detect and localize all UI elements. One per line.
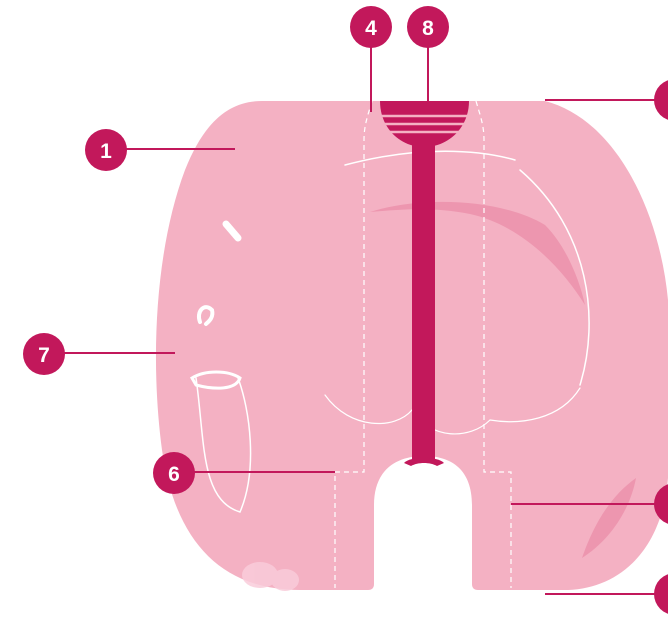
- rod-base-ring: [404, 457, 444, 466]
- dashed-panel-outline: [334, 100, 512, 588]
- upper-fold-line: [344, 150, 516, 166]
- callout-label-6: 6: [168, 463, 180, 486]
- callout-badge-7: 7: [23, 333, 65, 375]
- body-shape: [155, 101, 668, 590]
- highlight-marks: [189, 220, 242, 390]
- dark-band: [370, 201, 585, 305]
- callout-lines: [64, 46, 662, 595]
- callout-badge-2: 2: [654, 80, 668, 120]
- body-contours: [195, 150, 590, 513]
- callout-badge-8: 8: [407, 6, 449, 48]
- lower-wave-outline: [324, 387, 581, 435]
- callout-label-7: 7: [38, 344, 50, 367]
- callout-badge-4: 4: [350, 6, 392, 48]
- callout-badge-3: 3: [654, 484, 668, 524]
- callout-badge-6: 6: [153, 452, 195, 494]
- callout-badge-5: 5: [654, 574, 668, 614]
- dark-corner-shape: [582, 478, 636, 558]
- callout-label-1: 1: [100, 140, 112, 163]
- callout-badges: 1 4 8 2 7 6 3 5: [23, 6, 668, 614]
- callout-badge-1: 1: [85, 129, 127, 171]
- callout-label-4: 4: [365, 17, 377, 40]
- callout-label-8: 8: [422, 17, 434, 40]
- right-curve-outline: [519, 169, 590, 386]
- lower-left-blob-outline: [195, 377, 252, 513]
- rod-stem: [412, 140, 435, 460]
- bottom-blobs: [242, 562, 299, 591]
- rod-cap-ribs: [378, 114, 472, 134]
